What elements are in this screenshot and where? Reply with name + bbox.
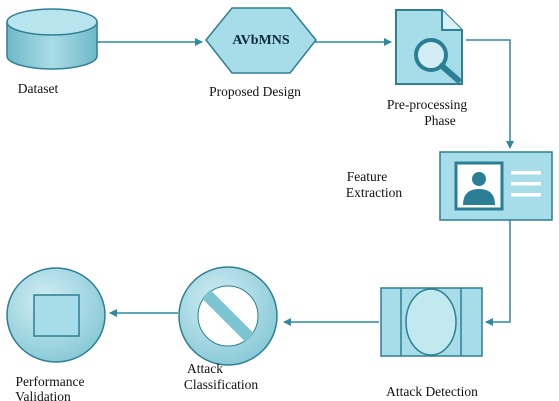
feature-extraction-node: Feature Extraction [346,151,553,221]
preprocessing-label-line2: Phase [424,113,456,128]
attack-classification-label-line2: Classification [184,377,258,392]
document-search-icon [395,9,463,85]
attack-detection-node: Attack Detection [380,287,483,399]
proposed-design-label: Proposed Design [209,84,301,99]
proposed-design-node: AVbMNS Proposed Design [205,7,317,99]
attack-classification-label-line1: Attack [187,361,223,376]
attack-classification-node: Attack Classification [178,266,278,392]
performance-label-line1: Performance [16,374,85,389]
feature-label-line2: Extraction [346,185,402,200]
connectors [97,38,514,326]
no-entry-icon [178,266,278,366]
arrow-preprocessing-to-feature [466,39,514,149]
detection-icon [380,287,483,357]
database-icon [6,8,98,70]
preprocessing-label-line1: Pre-processing [387,97,467,112]
proposed-design-title: AVbMNS [232,33,290,48]
dataset-node: Dataset [6,8,98,96]
preprocessing-node: Pre-processing Phase [387,9,467,128]
performance-label-line2: Validation [15,389,71,401]
dataset-label: Dataset [18,81,59,96]
attack-detection-label: Attack Detection [386,384,478,399]
id-card-icon [439,151,553,221]
performance-validation-node: Performance Validation [6,267,106,401]
hexagon-shape [205,7,317,74]
arrow-feature-to-detection [485,218,511,326]
feature-label-line1: Feature [347,169,387,184]
square-in-circle-icon [6,267,106,363]
